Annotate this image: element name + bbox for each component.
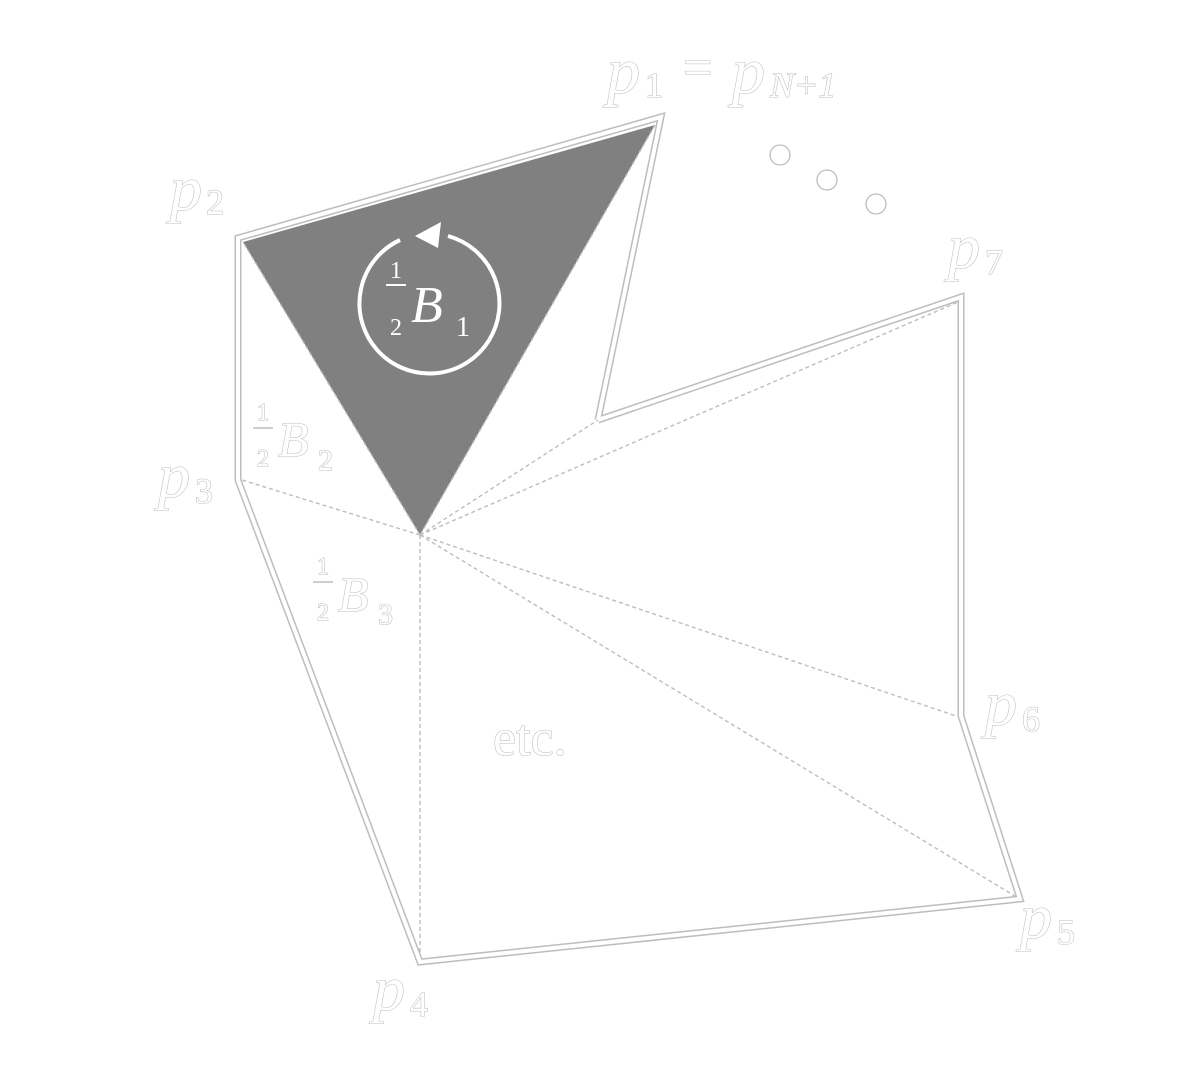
vertex-label-p6: p 6: [980, 667, 1040, 739]
diagonal-to-p2: [242, 241, 421, 536]
area-label-b1: 1 2 B 1: [386, 258, 470, 343]
p1-base-2: p: [728, 35, 765, 108]
b3-subscript: 3: [378, 598, 393, 631]
vertex-label-p4: p 4: [368, 952, 428, 1024]
p1-base: p: [603, 35, 640, 108]
polygon-edge-inner: [236, 114, 1023, 965]
diagonal-to-notch: [419, 419, 599, 536]
b3-denominator: 2: [317, 600, 329, 626]
vertex-label-p7: p 7: [943, 210, 1003, 282]
diagonal-to-p6: [419, 534, 957, 717]
p5-subscript: 5: [1057, 912, 1075, 952]
p4-base: p: [369, 953, 405, 1024]
vertex-label-p3: p 3: [153, 439, 213, 511]
b3-variable: B: [338, 566, 369, 622]
p6-subscript: 6: [1022, 699, 1040, 739]
p3-base: p: [154, 440, 190, 511]
b1-numerator: 1: [390, 258, 402, 284]
b1-variable: B: [411, 277, 443, 334]
counterclockwise-arrow-icon: [357, 222, 502, 376]
b1-denominator: 2: [390, 315, 402, 341]
p1-subscript-2: N+1: [769, 65, 836, 105]
b3-numerator: 1: [317, 554, 329, 580]
p3-subscript: 3: [195, 471, 213, 511]
vertex-label-p5: p 5: [1015, 880, 1075, 952]
b2-denominator: 2: [257, 446, 269, 472]
polygon-outline: [234, 112, 1025, 966]
shaded-triangle-b1: [243, 125, 655, 535]
vertex-label-p2: p 2: [165, 152, 224, 224]
area-label-b3: 1 2 B 3: [313, 553, 394, 632]
b2-variable: B: [278, 411, 309, 467]
fan-diagonals: [241, 124, 1019, 958]
p7-base: p: [944, 211, 980, 282]
diagonal-to-p3: [241, 479, 421, 536]
diagonal-to-p1: [419, 124, 656, 536]
p1-subscript: 1: [645, 65, 663, 105]
b1-subscript: 1: [456, 312, 470, 343]
etc-label: etc.: [493, 710, 567, 767]
p1-equals: =: [683, 40, 712, 97]
p2-base: p: [166, 153, 202, 224]
p6-base: p: [981, 668, 1017, 739]
p7-subscript: 7: [985, 242, 1003, 282]
p4-subscript: 4: [410, 984, 428, 1024]
b2-subscript: 2: [318, 444, 333, 477]
vertex-label-p1: p 1 = p N+1: [602, 34, 836, 108]
area-label-b2: 1 2 B 2: [253, 399, 334, 478]
diagonal-to-p5: [419, 534, 1019, 899]
b2-numerator: 1: [257, 400, 269, 426]
p5-base: p: [1016, 881, 1052, 952]
ellipsis-dots-icon: [769, 144, 887, 215]
p2-subscript: 2: [206, 182, 224, 222]
